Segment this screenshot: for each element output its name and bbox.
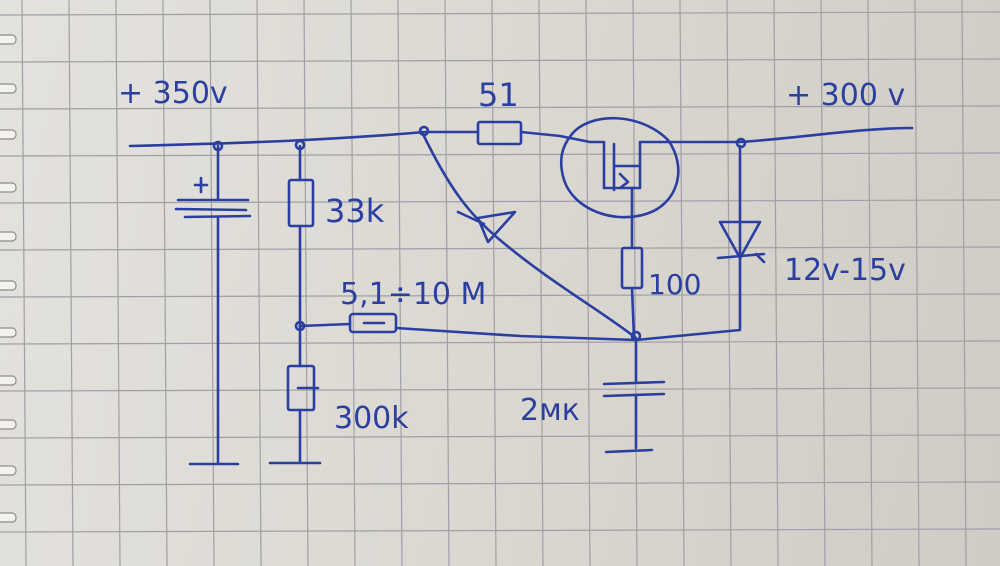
zener-label: 12v-15v: [784, 253, 906, 288]
grid-line-vertical: [914, 0, 920, 566]
grid-line-vertical: [162, 0, 168, 566]
grid-line-vertical: [68, 0, 74, 566]
grid-line-vertical: [303, 0, 309, 566]
grid-line-vertical: [726, 0, 732, 566]
grid-line-horizontal: [0, 293, 1000, 298]
grid-line-horizontal: [0, 58, 1000, 63]
grid-line-vertical: [961, 0, 967, 566]
input-capacitor: [174, 144, 252, 466]
grid-line-vertical: [538, 0, 544, 566]
grid-line-horizontal: [0, 246, 1000, 251]
grid-line-horizontal: [0, 387, 1000, 392]
diagonal-diode: [420, 130, 638, 340]
grid-line-vertical: [256, 0, 262, 566]
spiral-binding: [0, 34, 17, 523]
r-top-label: 33k: [325, 192, 385, 230]
grid-line-horizontal: [0, 481, 1000, 486]
grid-line-vertical: [867, 0, 873, 566]
grid-line-vertical: [21, 0, 27, 566]
grid-line-horizontal: [0, 434, 1000, 439]
grid-line-vertical: [679, 0, 685, 566]
grid-line-vertical: [820, 0, 826, 566]
grid-line-vertical: [115, 0, 121, 566]
r-drain-label: 51: [478, 76, 519, 114]
grid-line-horizontal: [0, 199, 1000, 204]
grid-line-vertical: [209, 0, 215, 566]
input-voltage-label: + 350v: [118, 76, 228, 111]
divider-column: [268, 144, 322, 465]
zener-diode: [716, 220, 766, 264]
grid-line-horizontal: [0, 105, 1000, 110]
grid-line-horizontal: [0, 11, 1000, 16]
grid-line-vertical: [350, 0, 356, 566]
capacitor-2mk: [602, 338, 666, 454]
grid-line-vertical: [444, 0, 450, 566]
grid-line-vertical: [773, 0, 779, 566]
r-series-label: 5,1÷10 M: [340, 277, 486, 312]
grid-line-vertical: [632, 0, 638, 566]
grid-line-horizontal: [0, 528, 1000, 533]
output-voltage-label: + 300 v: [786, 78, 905, 113]
grid-line-vertical: [491, 0, 497, 566]
grid-line-horizontal: [0, 340, 1000, 345]
grid-line-vertical: [585, 0, 591, 566]
r-gate-label: 100: [648, 268, 701, 301]
junction-dots: [212, 125, 747, 342]
top-rail-wire: [128, 126, 914, 148]
r-bottom-label: 300k: [334, 401, 409, 436]
resistor-33k: [287, 178, 315, 228]
mosfet: [559, 116, 680, 250]
resistor-100: [620, 246, 644, 340]
capacitor-label: 2мк: [520, 393, 580, 428]
grid-line-vertical: [397, 0, 403, 566]
grid-line-horizontal: [0, 152, 1000, 157]
resistor-51: [476, 120, 523, 146]
